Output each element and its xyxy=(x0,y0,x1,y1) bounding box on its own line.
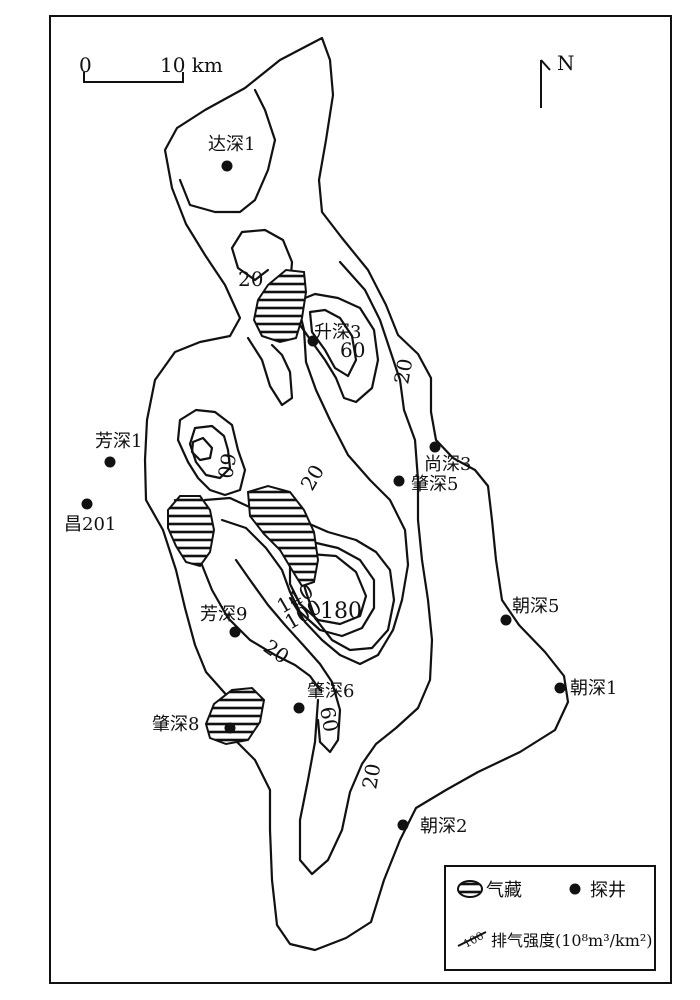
contour-label: 60 xyxy=(213,451,241,480)
legend-well-label: 探井 xyxy=(590,880,626,901)
dashen1-contour xyxy=(178,88,277,214)
well-zhaoshen8: 肇深8 xyxy=(152,714,236,735)
gas-reservoir-zhaoshen5 xyxy=(246,484,320,588)
north-arrow-icon: N xyxy=(540,51,575,108)
well-label: 昌201 xyxy=(64,514,116,535)
well-legend-icon xyxy=(569,883,581,895)
contour-60-west-inner xyxy=(190,436,214,462)
well-label: 芳深1 xyxy=(95,431,142,452)
contour-label: 20 xyxy=(238,267,263,291)
contour-60-shengshen3 xyxy=(293,292,380,404)
well-label: 升深3 xyxy=(314,322,361,343)
well-zhaoshen5: 肇深5 xyxy=(393,474,458,495)
well-fangshen9: 芳深9 xyxy=(200,604,247,638)
well-chaoshen1: 朝深1 xyxy=(554,678,617,699)
gas-reservoir-legend-icon xyxy=(457,880,483,898)
contour-inner-west xyxy=(246,336,294,407)
contour-label: 60 xyxy=(340,338,365,362)
contour-label: 20 xyxy=(296,460,330,494)
scale-end-label: 10 km xyxy=(160,53,223,77)
well-label: 芳深9 xyxy=(200,604,247,625)
basin-outline xyxy=(143,36,570,952)
well-chang201: 昌201 xyxy=(64,498,116,535)
well-label: 朝深1 xyxy=(570,678,617,699)
contour-60-west-outer xyxy=(176,408,247,497)
map-frame xyxy=(49,15,672,984)
contour-label: 20 xyxy=(357,762,385,791)
well-fangshen1: 芳深1 xyxy=(95,431,142,468)
contour-60-south xyxy=(234,558,342,754)
contour-label: 20 xyxy=(259,634,294,668)
well-label: 朝深5 xyxy=(512,596,559,617)
legend: 气藏 探井 100 排气强度(10⁸m³/km²) xyxy=(444,865,656,971)
contour-140 xyxy=(220,518,376,638)
gas-reservoir-shengshen xyxy=(252,268,308,344)
legend-gas-reservoir-label: 气藏 xyxy=(486,880,522,901)
contour-label: 20 xyxy=(389,357,417,386)
scale-start-label: 0 xyxy=(79,53,92,77)
legend-intensity-label: 排气强度(10⁸m³/km²) xyxy=(491,931,653,950)
contour-20-east xyxy=(298,260,434,876)
well-label: 肇深8 xyxy=(152,714,199,735)
well-label: 朝深2 xyxy=(420,816,467,837)
scale-bar: 0 10 km xyxy=(79,53,223,83)
well-chaoshen5: 朝深5 xyxy=(500,596,559,626)
well-zhaoshen6: 肇深6 xyxy=(293,681,354,714)
contour-20-central xyxy=(288,303,410,666)
well-label: 肇深5 xyxy=(411,474,458,495)
well-chaoshen2: 朝深2 xyxy=(397,816,467,837)
well-label: 肇深6 xyxy=(307,681,354,702)
contour-label: 60 xyxy=(315,705,343,734)
gas-reservoir-fangshen xyxy=(167,495,216,568)
well-shangshen3: 尚深3 xyxy=(424,441,471,475)
well-label: 达深1 xyxy=(208,134,255,155)
contour-180 xyxy=(288,552,368,626)
gas-reservoir-zhaoshen8 xyxy=(204,686,266,746)
well-dashen1: 达深1 xyxy=(208,134,255,172)
well-shengshen3: 升深3 xyxy=(307,322,361,347)
contour-label: 180 xyxy=(320,599,362,624)
well-label: 尚深3 xyxy=(424,454,471,475)
north-label: N xyxy=(557,51,575,75)
